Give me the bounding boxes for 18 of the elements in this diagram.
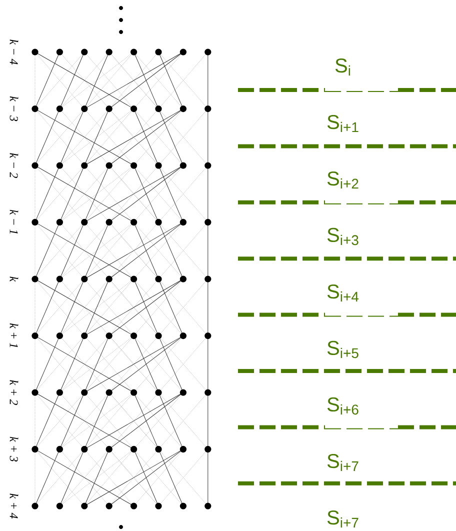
set-label: S$_{i+6}$	[327, 397, 358, 415]
set-label: S$_{i}$	[335, 58, 350, 76]
row-label: k − 1	[10, 210, 18, 234]
set-label: S$_{i+5}$	[327, 340, 358, 358]
set-label: S$_{i+2}$	[327, 171, 358, 189]
row-label: k + 4	[10, 494, 18, 518]
row-label: k	[10, 276, 18, 282]
row-label: k + 1	[10, 323, 18, 348]
row-label: k − 3	[10, 96, 18, 122]
set-label: S$_{i+3}$	[327, 228, 358, 246]
row-label: k − 2	[10, 153, 18, 178]
set-label: S$_{i+7}$	[327, 510, 358, 528]
row-label: k + 2	[10, 380, 18, 405]
set-label: S$_{i+4}$	[327, 284, 359, 302]
row-label: k + 3	[10, 436, 18, 462]
set-label: S$_{i+7}$	[327, 454, 358, 472]
set-label: S$_{i+1}$	[327, 114, 358, 132]
row-label: k − 4	[10, 40, 18, 64]
